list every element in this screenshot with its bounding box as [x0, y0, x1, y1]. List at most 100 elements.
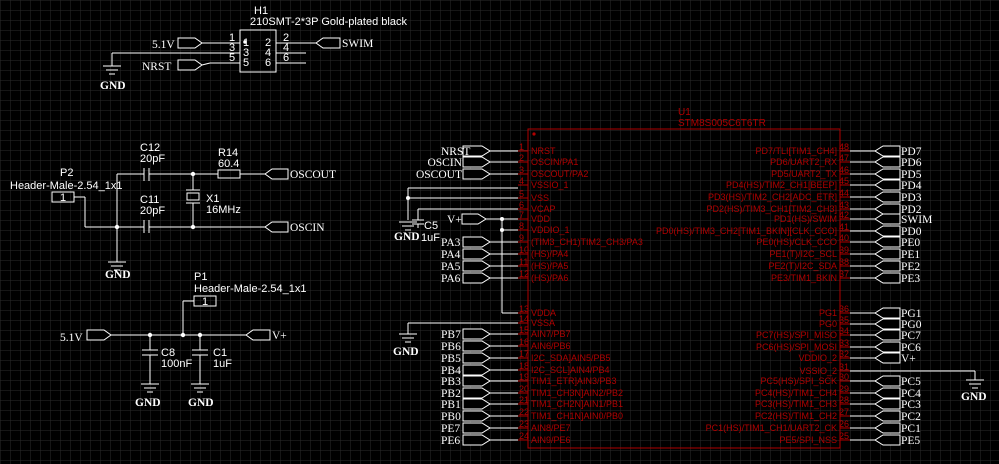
u1-value: STM8S005C6T6TR: [678, 118, 766, 129]
net-port-pb3[interactable]: [462, 375, 491, 387]
net-port-pc5[interactable]: [874, 375, 901, 387]
net-label-pc2: PC2: [901, 411, 921, 423]
net-label-pe7: PE7: [441, 423, 460, 435]
c5-capacitor[interactable]: C5 1uF: [412, 219, 440, 244]
net-port-oscin-xtal[interactable]: [264, 221, 289, 233]
c5-value: 1uF: [421, 232, 440, 244]
net-port-vplus-u1[interactable]: [461, 213, 487, 225]
net-port-oscin[interactable]: [462, 156, 491, 168]
net-port-oscout[interactable]: [462, 168, 491, 180]
net-port-pd4[interactable]: [874, 179, 901, 191]
u1-pin-number: 5: [519, 189, 524, 199]
net-port-nrst-h1[interactable]: [177, 59, 203, 71]
net-port-pc3[interactable]: [874, 398, 901, 410]
gnd-label-h1: GND: [100, 80, 126, 92]
net-port-vplus-power[interactable]: [245, 329, 271, 341]
c5-ref: C5: [424, 220, 438, 232]
net-port-pd3[interactable]: [874, 191, 901, 203]
h1-net-5v1-label: 5.1V: [152, 39, 175, 51]
net-port-pc2[interactable]: [874, 410, 901, 422]
net-port-pe2[interactable]: [874, 260, 901, 272]
net-port-pb0[interactable]: [462, 410, 491, 422]
net-port-nrst[interactable]: [462, 145, 491, 157]
net-port-vplus[interactable]: [874, 352, 901, 364]
net-port-pb2[interactable]: [462, 387, 491, 399]
net-port-pe5[interactable]: [874, 434, 901, 446]
net-port-pa5[interactable]: [462, 260, 491, 272]
net-port-5v1-h1[interactable]: [177, 37, 203, 49]
u1-pin-number: 21: [519, 395, 529, 405]
u1-pin-number: 42: [839, 210, 849, 220]
net-port-pc4[interactable]: [874, 387, 901, 399]
c11-ref: C11: [140, 194, 159, 206]
net-port-pa6[interactable]: [462, 272, 491, 284]
p2-header-component[interactable]: P2 Header-Male-2.54_1x1 1: [10, 167, 123, 204]
net-port-swim-h1[interactable]: [315, 37, 341, 49]
net-label-vplus: V+: [901, 353, 916, 365]
net-port-pe0[interactable]: [874, 236, 901, 248]
net-label-5v1-power: 5.1V: [60, 332, 83, 344]
net-label-pe2: PE2: [901, 261, 920, 273]
u1-pin-number: 34: [839, 326, 849, 336]
net-port-pe3[interactable]: [874, 272, 901, 284]
net-port-pd2[interactable]: [874, 203, 901, 215]
u1-pin-name: PD7/TLI[TIM1_CH4]: [755, 146, 837, 156]
x1-ref: X1: [206, 193, 219, 205]
u1-pin-name: PD5/UART2_TX: [771, 169, 837, 179]
net-port-pg1[interactable]: [874, 307, 901, 319]
u1-pin-number: 44: [839, 188, 849, 198]
net-label-pb0: PB0: [441, 411, 461, 423]
net-port-oscout-xtal[interactable]: [264, 168, 289, 180]
u1-pin-number: 43: [839, 200, 849, 210]
net-port-pc6[interactable]: [874, 341, 901, 353]
u1-pin-number: 46: [839, 165, 849, 175]
net-port-pb6[interactable]: [462, 340, 491, 352]
net-port-pb4[interactable]: [462, 364, 491, 376]
net-port-pe1[interactable]: [874, 248, 901, 260]
u1-pin-name: PC6(HS)/SPI_MOSI: [756, 342, 837, 352]
x1-crystal[interactable]: X1 16MHz: [186, 174, 241, 227]
u1-pin-number: 37: [839, 269, 849, 279]
net-label-pb4: PB4: [441, 365, 461, 377]
u1-pin-name: PD2(HS)/TIM3_CH1[TIM2_CH3]: [706, 204, 837, 214]
u1-pins-right: 48PD7/TLI[TIM1_CH4]47PD6/UART2_RX46PD5/U…: [656, 142, 850, 445]
net-port-5v1-power[interactable]: [86, 329, 112, 341]
net-port-pb1[interactable]: [462, 398, 491, 410]
net-label-pd0: PD0: [901, 226, 922, 238]
r14-ref: R14: [218, 147, 238, 159]
c8-capacitor[interactable]: C8 100nF: [142, 347, 192, 370]
u1-pin-name: TIM1_CH3N]AIN2/PB2: [531, 388, 623, 398]
net-label-pc3: PC3: [901, 399, 921, 411]
net-port-pd0[interactable]: [874, 225, 901, 237]
net-port-pc7[interactable]: [874, 329, 901, 341]
u1-pin-name: VDD: [531, 214, 551, 224]
p1-ref: P1: [194, 271, 207, 283]
net-label-oscin-xtal: OSCIN: [290, 222, 325, 234]
u1-pin-number: 17: [519, 349, 529, 359]
u1-pin-number: 14: [519, 314, 529, 324]
net-port-pd5[interactable]: [874, 168, 901, 180]
h1-pin-4-inner: 4: [265, 47, 271, 59]
net-port-pd6[interactable]: [874, 156, 901, 168]
c11-value: 20pF: [140, 205, 165, 217]
net-port-pc1[interactable]: [874, 422, 901, 434]
net-label-pa6: PA6: [441, 273, 461, 285]
net-port-pg0[interactable]: [874, 318, 901, 330]
c11-capacitor[interactable]: C11 20pF: [140, 194, 165, 233]
p1-header-component[interactable]: P1 Header-Male-2.54_1x1 1: [193, 271, 307, 308]
net-port-pa3[interactable]: [462, 236, 491, 248]
net-port-pe6[interactable]: [462, 434, 491, 446]
net-port-pd7[interactable]: [874, 145, 901, 157]
h1-header-component[interactable]: H1 210SMT-2*3P Gold-plated black 1 3 5 1…: [210, 5, 407, 73]
u1-pin-number: 39: [839, 245, 849, 255]
net-port-swim[interactable]: [874, 213, 901, 225]
u1-pin-number: 18: [519, 361, 529, 371]
c12-capacitor[interactable]: C12 20pF: [140, 142, 165, 181]
net-port-pb7[interactable]: [462, 328, 491, 340]
net-port-pe7[interactable]: [462, 422, 491, 434]
u1-pin-number: 45: [839, 176, 849, 186]
net-port-pb5[interactable]: [462, 352, 491, 364]
u1-pin-number: 29: [839, 384, 849, 394]
net-port-pa4[interactable]: [462, 248, 491, 260]
